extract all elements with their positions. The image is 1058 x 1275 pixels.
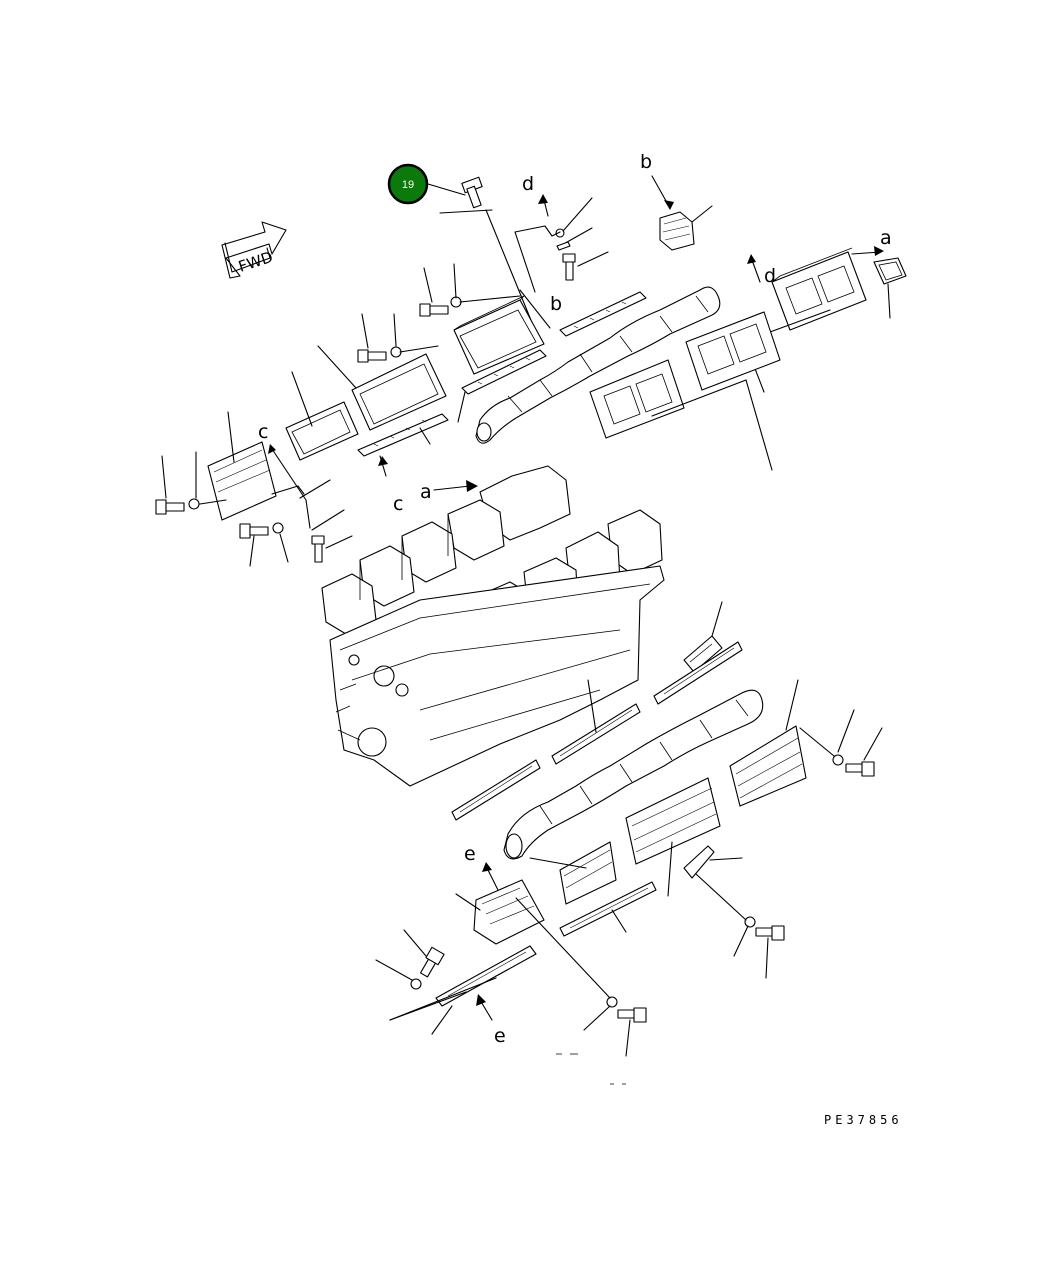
bolt-lower-right-2 [755, 925, 785, 941]
label-c-left: c [258, 421, 268, 443]
bolt-upper-4 [239, 522, 284, 539]
fwd-arrow-icon: FWD [221, 221, 287, 279]
label-a-top: a [880, 227, 892, 249]
drawing-code: PE37856 [824, 1113, 903, 1127]
heat-shield-lower-left [473, 879, 545, 945]
manifold-port-upper-left [589, 359, 685, 439]
leader-b-top [485, 209, 536, 331]
label-b-top: b [640, 151, 652, 173]
lifting-block [659, 211, 695, 251]
label-d-top: d [522, 173, 534, 195]
bolt-d [562, 253, 576, 281]
gasket-strip-2 [461, 349, 547, 395]
manifold-port-upper-right [771, 247, 867, 331]
bolt-upper-2 [357, 346, 402, 363]
gasket-strip-1 [559, 291, 647, 337]
exhaust-manifold-upper [475, 286, 721, 444]
label-e-bottom: e [494, 1025, 506, 1047]
gasket-right [873, 257, 907, 285]
bolt-19 [461, 176, 483, 209]
heat-shield-upper-4 [207, 441, 277, 521]
fwd-text: FWD [236, 248, 275, 276]
heat-shield-lower-2 [729, 725, 807, 807]
bolt-lower-right-1 [845, 761, 875, 777]
manifold-port-upper-mid [685, 311, 781, 391]
label-a-mid: a [420, 481, 432, 503]
heat-shield-upper-1 [453, 295, 545, 375]
heat-shield-upper-3 [285, 401, 359, 461]
exhaust-manifold-lower [503, 689, 764, 860]
callout-badge-19[interactable]: 19 [387, 163, 429, 205]
gasket-strip-3 [357, 413, 449, 457]
label-c-mid: c [393, 493, 403, 515]
callout-number: 19 [402, 179, 414, 191]
bolt-upper-1 [419, 296, 462, 317]
bolt-lower-center [617, 1007, 647, 1023]
gasket-strip-lower-1 [653, 641, 743, 705]
gasket-lower-right [683, 635, 723, 673]
heat-shield-lower-3 [559, 841, 617, 905]
callout-leader-19 [427, 183, 466, 196]
bolt-lower-left [419, 946, 445, 978]
bolt-upper-3 [155, 498, 200, 515]
bolt-c [311, 535, 325, 563]
gasket-strip-lower-2 [551, 703, 641, 765]
gasket-strip-lower-3 [451, 759, 541, 821]
bracket-lower-right [683, 845, 715, 879]
heat-shield-lower-1 [625, 777, 721, 865]
engine-block [321, 465, 665, 787]
gasket-strip-lower-4 [559, 881, 657, 937]
label-b-mid: b [550, 293, 562, 315]
label-e-top: e [464, 843, 476, 865]
gasket-strip-lower-left [435, 945, 537, 1007]
heat-shield-upper-2 [351, 353, 447, 431]
